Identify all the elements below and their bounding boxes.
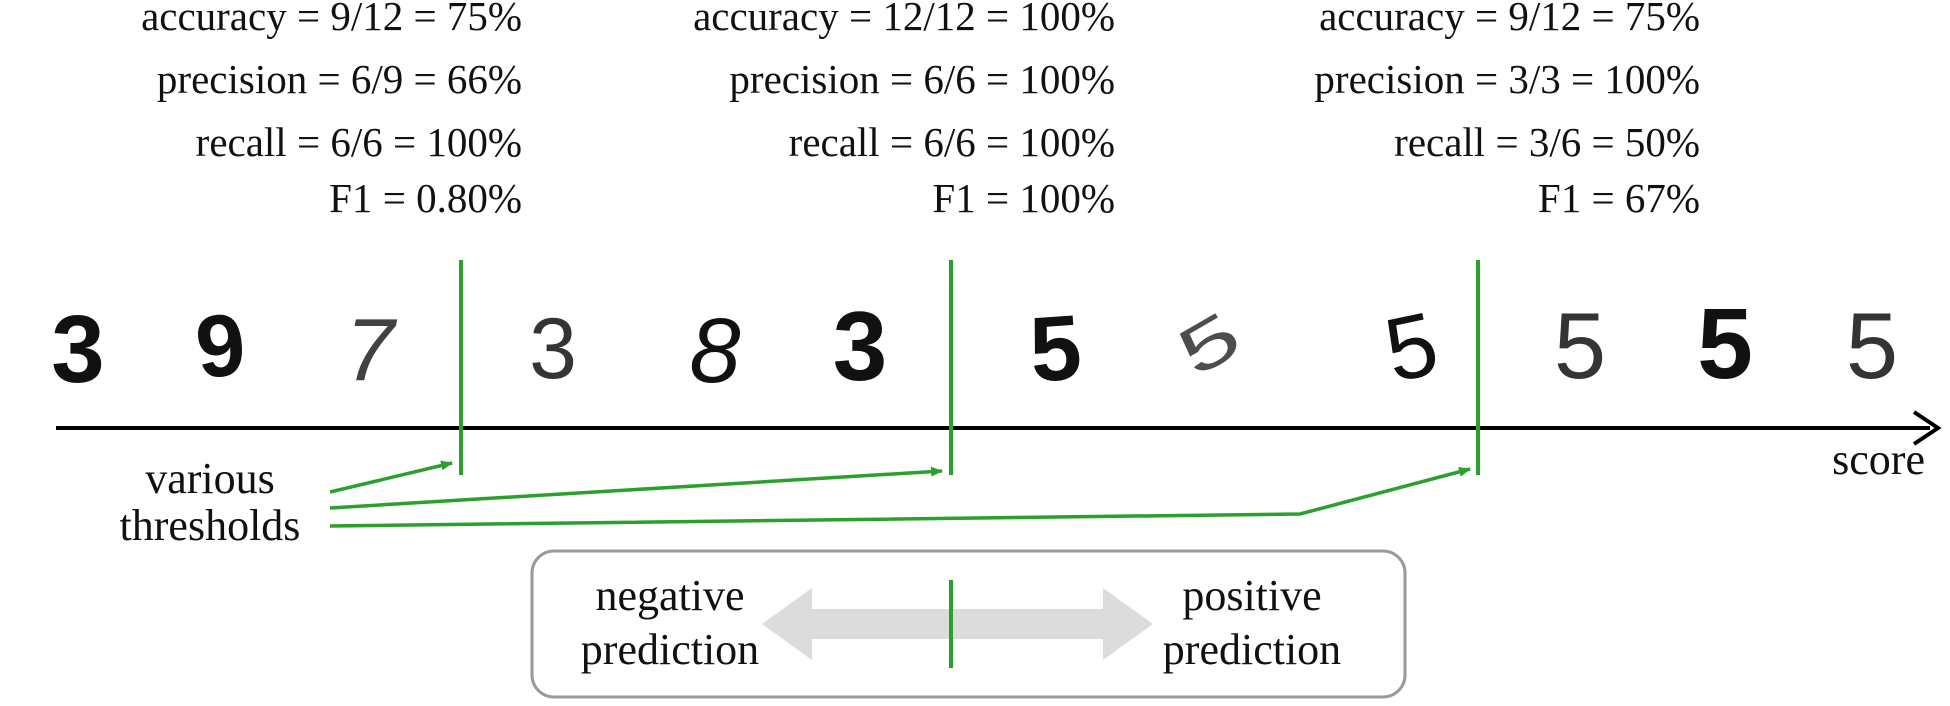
precision-text: precision = 3/3 = 100% (1314, 56, 1700, 102)
accuracy-text: accuracy = 9/12 = 75% (1319, 0, 1700, 39)
thresholds-label-line2: thresholds (120, 501, 301, 550)
recall-text: recall = 6/6 = 100% (196, 119, 522, 165)
digit-image: 8 (689, 300, 740, 402)
digit-image: 3 (833, 291, 888, 401)
f1-text: F1 = 67% (1538, 175, 1700, 221)
digit-image: 5 (1697, 288, 1753, 400)
digit-samples: 3 9 7 3 8 3 5 5 5 5 5 5 (51, 288, 1898, 403)
metric-block-3: accuracy = 9/12 = 75% precision = 3/3 = … (1314, 0, 1700, 221)
positive-label-line2: prediction (1163, 625, 1341, 674)
metric-block-2: accuracy = 12/12 = 100% precision = 6/6 … (693, 0, 1115, 221)
precision-text: precision = 6/9 = 66% (157, 56, 522, 102)
metric-block-1: accuracy = 9/12 = 75% precision = 6/9 = … (141, 0, 522, 221)
negative-label-line1: negative (595, 571, 744, 620)
digit-image: 7 (346, 300, 398, 399)
digit-image: 5 (1554, 293, 1606, 398)
digit-image: 3 (529, 301, 577, 397)
axis-label: score (1832, 435, 1925, 484)
precision-text: precision = 6/6 = 100% (729, 56, 1115, 102)
score-axis: score (56, 410, 1942, 484)
axis-arrowhead (1912, 410, 1942, 446)
thresholds-label-line1: various (145, 454, 275, 503)
prediction-legend: negative prediction positive prediction (530, 549, 1407, 699)
positive-label-line1: positive (1182, 571, 1321, 620)
digit-image: 3 (51, 296, 104, 403)
thresholds-annotation: various thresholds (120, 454, 1471, 550)
f1-text: F1 = 0.80% (329, 175, 522, 221)
digit-image: 9 (191, 294, 250, 398)
digit-image: 5 (1027, 296, 1085, 401)
accuracy-text: accuracy = 12/12 = 100% (693, 0, 1115, 39)
pointer-arrow-2 (329, 466, 943, 510)
digit-image: 5 (1165, 296, 1253, 391)
double-arrow-icon (762, 588, 1153, 660)
f1-text: F1 = 100% (932, 175, 1115, 221)
pointer-arrow-3 (329, 466, 1471, 528)
recall-text: recall = 3/6 = 50% (1394, 119, 1700, 165)
digit-image: 5 (1377, 294, 1447, 402)
digit-image: 5 (1846, 293, 1898, 398)
threshold-lines (459, 260, 1480, 475)
accuracy-text: accuracy = 9/12 = 75% (141, 0, 522, 39)
negative-label-line2: prediction (581, 625, 759, 674)
pointer-arrow-1 (329, 460, 453, 494)
recall-text: recall = 6/6 = 100% (789, 119, 1115, 165)
